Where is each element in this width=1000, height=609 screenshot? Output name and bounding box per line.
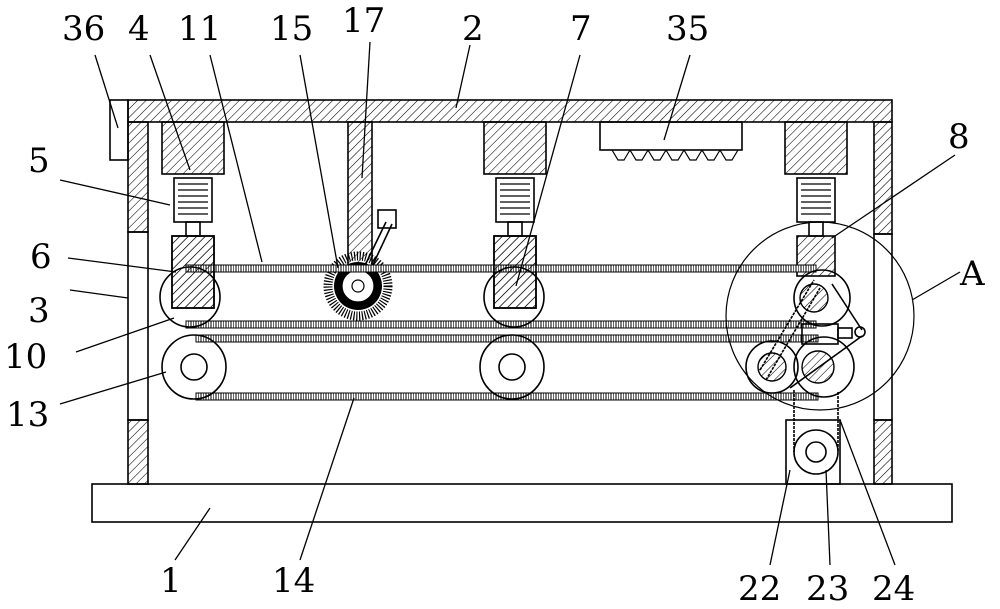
label-15: 15	[270, 9, 313, 49]
label-6: 6	[30, 237, 52, 277]
label-1: 1	[160, 561, 182, 601]
detail-circle-a	[725, 221, 915, 411]
label-2: 2	[462, 9, 484, 49]
label-4: 4	[128, 9, 150, 49]
label-11: 11	[178, 9, 221, 49]
label-24: 24	[872, 569, 915, 609]
lower-drive	[785, 390, 841, 485]
frame-right-wall-upper	[873, 121, 893, 235]
label-3: 3	[28, 291, 50, 331]
lower-roller-middle	[479, 334, 545, 400]
label-14: 14	[272, 561, 315, 601]
frame-right-wall-lower	[873, 419, 893, 485]
label-35: 35	[666, 9, 709, 49]
hanger-right	[784, 121, 848, 277]
frame-left-wall-gap	[127, 231, 149, 421]
frame-left-wall-upper	[127, 121, 149, 233]
label-36: 36	[62, 9, 105, 49]
leader-lines	[59, 41, 961, 566]
frame-left-wall-lower	[127, 419, 149, 485]
label-5: 5	[28, 141, 50, 181]
label-A: A	[959, 254, 985, 294]
label-17: 17	[342, 1, 385, 41]
label-23: 23	[806, 569, 849, 609]
label-22: 22	[738, 569, 781, 609]
lower-roller-left	[161, 334, 227, 400]
side-box	[109, 99, 129, 161]
label-7: 7	[570, 9, 592, 49]
label-13: 13	[6, 395, 49, 435]
brush-assembly	[323, 121, 397, 321]
brush-wheel	[323, 251, 393, 321]
drive-gears	[745, 269, 866, 398]
label-8: 8	[948, 117, 970, 157]
nozzle-unit	[599, 121, 743, 161]
frame-top	[127, 99, 893, 123]
frame-right-wall-gap	[873, 233, 893, 421]
label-10: 10	[4, 337, 47, 377]
base-plate	[91, 483, 953, 523]
